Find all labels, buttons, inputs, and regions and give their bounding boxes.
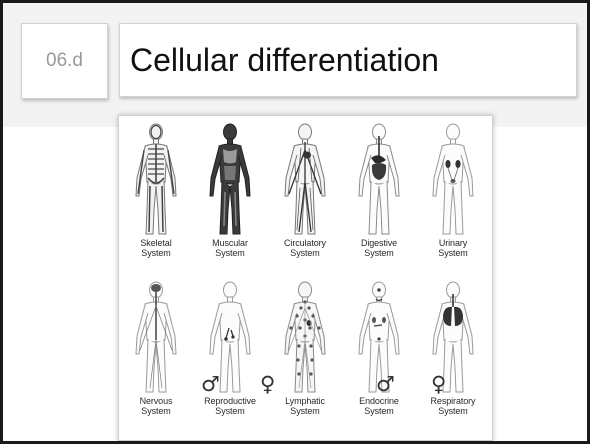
system-caption-line1: Circulatory: [268, 238, 342, 248]
system-caption-line1: Urinary: [416, 238, 490, 248]
system-caption-line1: Endocrine: [342, 396, 416, 406]
system-caption-line2: System: [119, 406, 193, 416]
circulatory-system-icon: [275, 122, 335, 238]
skeletal-system-icon: [126, 122, 186, 238]
system-caption-line1: Muscular: [193, 238, 267, 248]
system-caption-line2: System: [342, 248, 416, 258]
system-caption-line2: System: [119, 248, 193, 258]
system-caption-line2: System: [193, 248, 267, 258]
system-caption-line2: System: [342, 406, 416, 416]
slide-title: Cellular differentiation: [119, 23, 577, 97]
system-caption-line2: System: [268, 406, 342, 416]
system-caption-line1: Nervous: [119, 396, 193, 406]
muscular-system-icon: [200, 122, 260, 238]
system-caption-line2: System: [193, 406, 267, 416]
system-caption-line1: Reproductive: [193, 396, 267, 406]
digestive-system-icon: [349, 122, 409, 238]
male-symbol-icon: ♂: [376, 374, 395, 395]
section-number: 06.d: [21, 23, 108, 99]
system-caption-line2: System: [416, 406, 490, 416]
system-caption-line1: Skeletal: [119, 238, 193, 248]
nervous-system-icon: [126, 280, 186, 396]
system-caption-line1: Respiratory: [416, 396, 490, 406]
system-caption-line2: System: [416, 248, 490, 258]
system-caption-line1: Lymphatic: [268, 396, 342, 406]
male-symbol-icon: ♂: [201, 374, 220, 395]
female-symbol-icon: ♀: [431, 374, 446, 395]
system-caption-line2: System: [268, 248, 342, 258]
system-caption-line1: Digestive: [342, 238, 416, 248]
female-symbol-icon: ♀: [260, 374, 275, 395]
lymphatic-system-icon: [275, 280, 335, 396]
urinary-system-icon: [423, 122, 483, 238]
